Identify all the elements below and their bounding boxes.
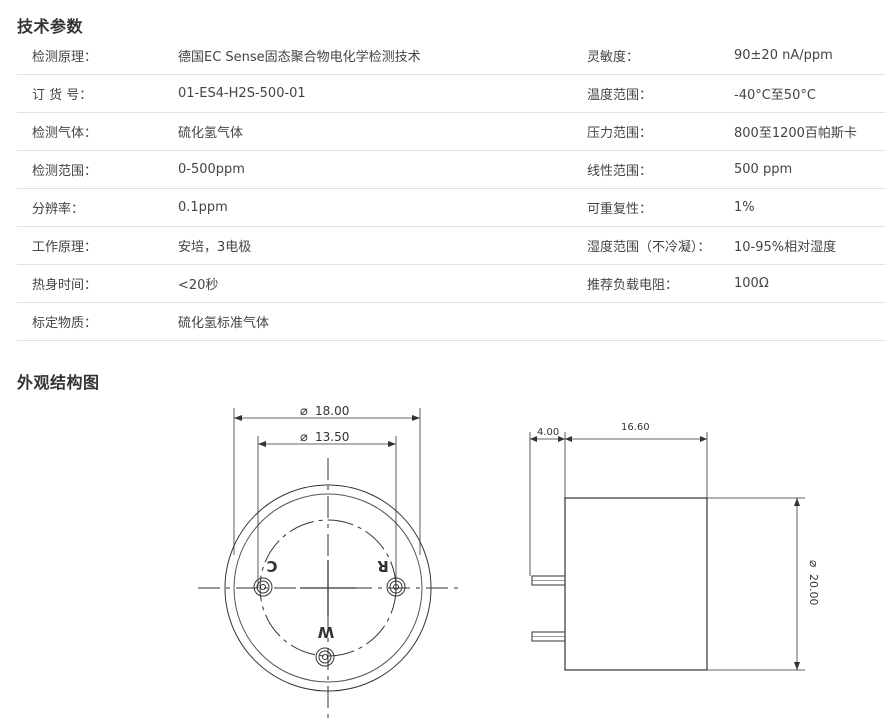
spec-label: 压力范围： <box>587 112 734 151</box>
pin-c <box>253 577 273 597</box>
spec-label: 标定物质： <box>17 302 178 341</box>
pin-w <box>315 647 335 667</box>
body-diameter-value: 20.00 <box>807 574 820 606</box>
pin-w-label: W <box>317 623 334 641</box>
spec-value: 500 ppm <box>734 150 885 189</box>
spec-row: 检测原理：德国EC Sense固态聚合物电化学检测技术灵敏度：90±20 nA/… <box>17 37 885 75</box>
spec-row: 工作原理：安培，3电极湿度范围（不冷凝）：10-95%相对湿度 <box>17 226 885 265</box>
spec-value <box>734 302 885 341</box>
spec-value: 90±20 nA/ppm <box>734 37 885 75</box>
spec-row: 热身时间：<20秒推荐负载电阻：100Ω <box>17 264 885 303</box>
pin-length-value: 4.00 <box>537 427 559 438</box>
spec-label: 温度范围： <box>587 74 734 113</box>
spec-label: 灵敏度： <box>587 37 734 75</box>
spec-value: <20秒 <box>178 264 587 303</box>
spec-label: 推荐负载电阻： <box>587 264 734 303</box>
spec-label: 检测原理： <box>17 37 178 75</box>
spec-value: 硫化氢气体 <box>178 112 587 151</box>
pin-c-label: C <box>266 557 277 575</box>
body-length-value: 16.60 <box>621 422 650 433</box>
spec-value: 硫化氢标准气体 <box>178 302 587 341</box>
spec-value: 0-500ppm <box>178 150 587 189</box>
spec-value: 1% <box>734 188 885 227</box>
spec-value: 01-ES4-H2S-500-01 <box>178 74 587 113</box>
side-pin-bottom <box>531 631 566 642</box>
spec-label: 热身时间： <box>17 264 178 303</box>
outer-diameter-value: 18.00 <box>315 404 349 418</box>
outer-diameter-symbol: ⌀ <box>300 404 308 419</box>
section-title-specs: 技术参数 <box>17 17 84 36</box>
inner-diameter-symbol: ⌀ <box>300 430 308 445</box>
sensor-drawing: ⌀ 18.00 ⌀ 13.50 4.00 16.60 ⌀ 20.00 C R W <box>198 404 821 718</box>
section-title-appearance: 外观结构图 <box>17 373 100 392</box>
spec-row: 标定物质：硫化氢标准气体 <box>17 302 885 341</box>
spec-label <box>587 302 734 341</box>
spec-value: 0.1ppm <box>178 188 587 227</box>
side-pin-top <box>531 575 566 586</box>
spec-label: 工作原理： <box>17 226 178 265</box>
spec-label: 检测气体： <box>17 112 178 151</box>
spec-value: 德国EC Sense固态聚合物电化学检测技术 <box>178 37 587 75</box>
outer-body-circle <box>233 493 423 683</box>
pin-r-label: R <box>377 557 389 575</box>
spec-row: 检测气体：硫化氢气体压力范围：800至1200百帕斯卡 <box>17 112 885 151</box>
spec-label: 检测范围： <box>17 150 178 189</box>
spec-value: 10-95%相对湿度 <box>734 226 885 265</box>
side-body <box>564 497 708 671</box>
body-diameter-symbol: ⌀ <box>807 560 821 567</box>
spec-value: 安培，3电极 <box>178 226 587 265</box>
spec-value: 100Ω <box>734 264 885 303</box>
spec-value: 800至1200百帕斯卡 <box>734 112 885 151</box>
spec-label: 订 货 号： <box>17 74 178 113</box>
spec-label: 分辨率： <box>17 188 178 227</box>
spec-label: 线性范围： <box>587 150 734 189</box>
inner-diameter-value: 13.50 <box>315 430 349 444</box>
specs-table: 检测原理：德国EC Sense固态聚合物电化学检测技术灵敏度：90±20 nA/… <box>17 37 885 341</box>
spec-label: 可重复性： <box>587 188 734 227</box>
spec-label: 湿度范围（不冷凝）： <box>587 226 734 265</box>
spec-value: -40°C至50°C <box>734 74 885 113</box>
